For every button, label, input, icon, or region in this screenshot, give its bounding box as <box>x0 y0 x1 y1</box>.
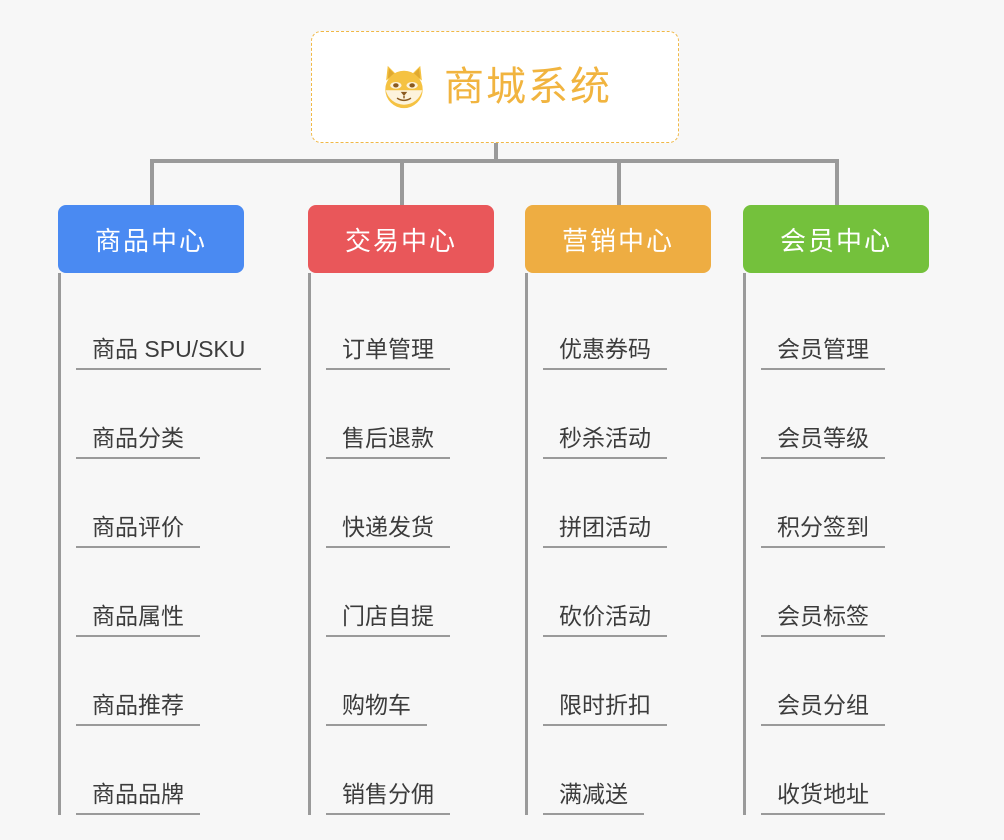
branch-member-center: 会员中心 会员管理 会员等级 积分签到 会员标签 会员分组 收货地址 <box>743 205 929 815</box>
root-node[interactable]: 商城系统 <box>311 31 679 143</box>
child-label: 商品属性 <box>76 604 200 637</box>
child-label: 快递发货 <box>326 515 450 548</box>
child-label: 订单管理 <box>326 337 450 370</box>
child-label: 秒杀活动 <box>543 426 667 459</box>
child-label: 积分签到 <box>761 515 885 548</box>
list-item[interactable]: 会员标签 <box>761 548 929 637</box>
root-title: 商城系统 <box>444 65 612 109</box>
child-label: 商品 SPU/SKU <box>76 337 262 370</box>
list-item[interactable]: 拼团活动 <box>543 459 711 548</box>
child-list-2: 优惠券码 秒杀活动 拼团活动 砍价活动 限时折扣 满减送 <box>525 273 711 815</box>
list-item[interactable]: 快递发货 <box>326 459 494 548</box>
child-label: 砍价活动 <box>543 604 667 637</box>
list-item[interactable]: 秒杀活动 <box>543 370 711 459</box>
connector-drop-branch-3 <box>835 159 839 205</box>
list-item[interactable]: 门店自提 <box>326 548 494 637</box>
branch-header-2[interactable]: 营销中心 <box>525 205 711 273</box>
connector-drop-branch-1 <box>400 159 404 205</box>
shiba-dog-icon <box>385 65 423 109</box>
list-item[interactable]: 会员管理 <box>761 281 929 370</box>
child-label: 商品品牌 <box>76 782 200 815</box>
list-item[interactable]: 收货地址 <box>761 726 929 815</box>
connector-horizontal-bus <box>150 159 838 163</box>
list-item[interactable]: 商品属性 <box>76 548 244 637</box>
list-item[interactable]: 会员等级 <box>761 370 929 459</box>
list-item[interactable]: 商品分类 <box>76 370 244 459</box>
child-label: 购物车 <box>326 693 427 726</box>
connector-root-stem <box>494 143 498 161</box>
child-label: 会员等级 <box>761 426 885 459</box>
child-label: 商品分类 <box>76 426 200 459</box>
list-item[interactable]: 商品 SPU/SKU <box>76 281 262 370</box>
branch-header-3[interactable]: 会员中心 <box>743 205 929 273</box>
child-label: 优惠券码 <box>543 337 667 370</box>
branch-product-center: 商品中心 商品 SPU/SKU 商品分类 商品评价 商品属性 商品推荐 商品品牌 <box>58 205 262 815</box>
branch-marketing-center: 营销中心 优惠券码 秒杀活动 拼团活动 砍价活动 限时折扣 满减送 <box>525 205 711 815</box>
child-list-3: 会员管理 会员等级 积分签到 会员标签 会员分组 收货地址 <box>743 273 929 815</box>
child-label: 门店自提 <box>326 604 450 637</box>
list-item[interactable]: 限时折扣 <box>543 637 711 726</box>
list-item[interactable]: 售后退款 <box>326 370 494 459</box>
list-item[interactable]: 会员分组 <box>761 637 929 726</box>
list-item[interactable]: 订单管理 <box>326 281 494 370</box>
list-item[interactable]: 优惠券码 <box>543 281 711 370</box>
list-item[interactable]: 商品评价 <box>76 459 244 548</box>
connector-drop-branch-2 <box>617 159 621 205</box>
list-item[interactable]: 积分签到 <box>761 459 929 548</box>
child-label: 商品推荐 <box>76 693 200 726</box>
branch-header-0[interactable]: 商品中心 <box>58 205 244 273</box>
child-label: 拼团活动 <box>543 515 667 548</box>
connector-drop-branch-0 <box>150 159 154 205</box>
child-list-1: 订单管理 售后退款 快递发货 门店自提 购物车 销售分佣 <box>308 273 494 815</box>
list-item[interactable]: 砍价活动 <box>543 548 711 637</box>
child-label: 会员标签 <box>761 604 885 637</box>
child-label: 会员管理 <box>761 337 885 370</box>
branch-trade-center: 交易中心 订单管理 售后退款 快递发货 门店自提 购物车 销售分佣 <box>308 205 494 815</box>
list-item[interactable]: 商品推荐 <box>76 637 244 726</box>
child-label: 收货地址 <box>761 782 885 815</box>
child-label: 销售分佣 <box>326 782 450 815</box>
child-label: 售后退款 <box>326 426 450 459</box>
branch-header-1[interactable]: 交易中心 <box>308 205 494 273</box>
child-list-0: 商品 SPU/SKU 商品分类 商品评价 商品属性 商品推荐 商品品牌 <box>58 273 262 815</box>
list-item[interactable]: 销售分佣 <box>326 726 494 815</box>
child-label: 限时折扣 <box>543 693 667 726</box>
list-item[interactable]: 购物车 <box>326 637 494 726</box>
child-label: 商品评价 <box>76 515 200 548</box>
child-label: 满减送 <box>543 782 644 815</box>
child-label: 会员分组 <box>761 693 885 726</box>
list-item[interactable]: 商品品牌 <box>76 726 244 815</box>
list-item[interactable]: 满减送 <box>543 726 711 815</box>
